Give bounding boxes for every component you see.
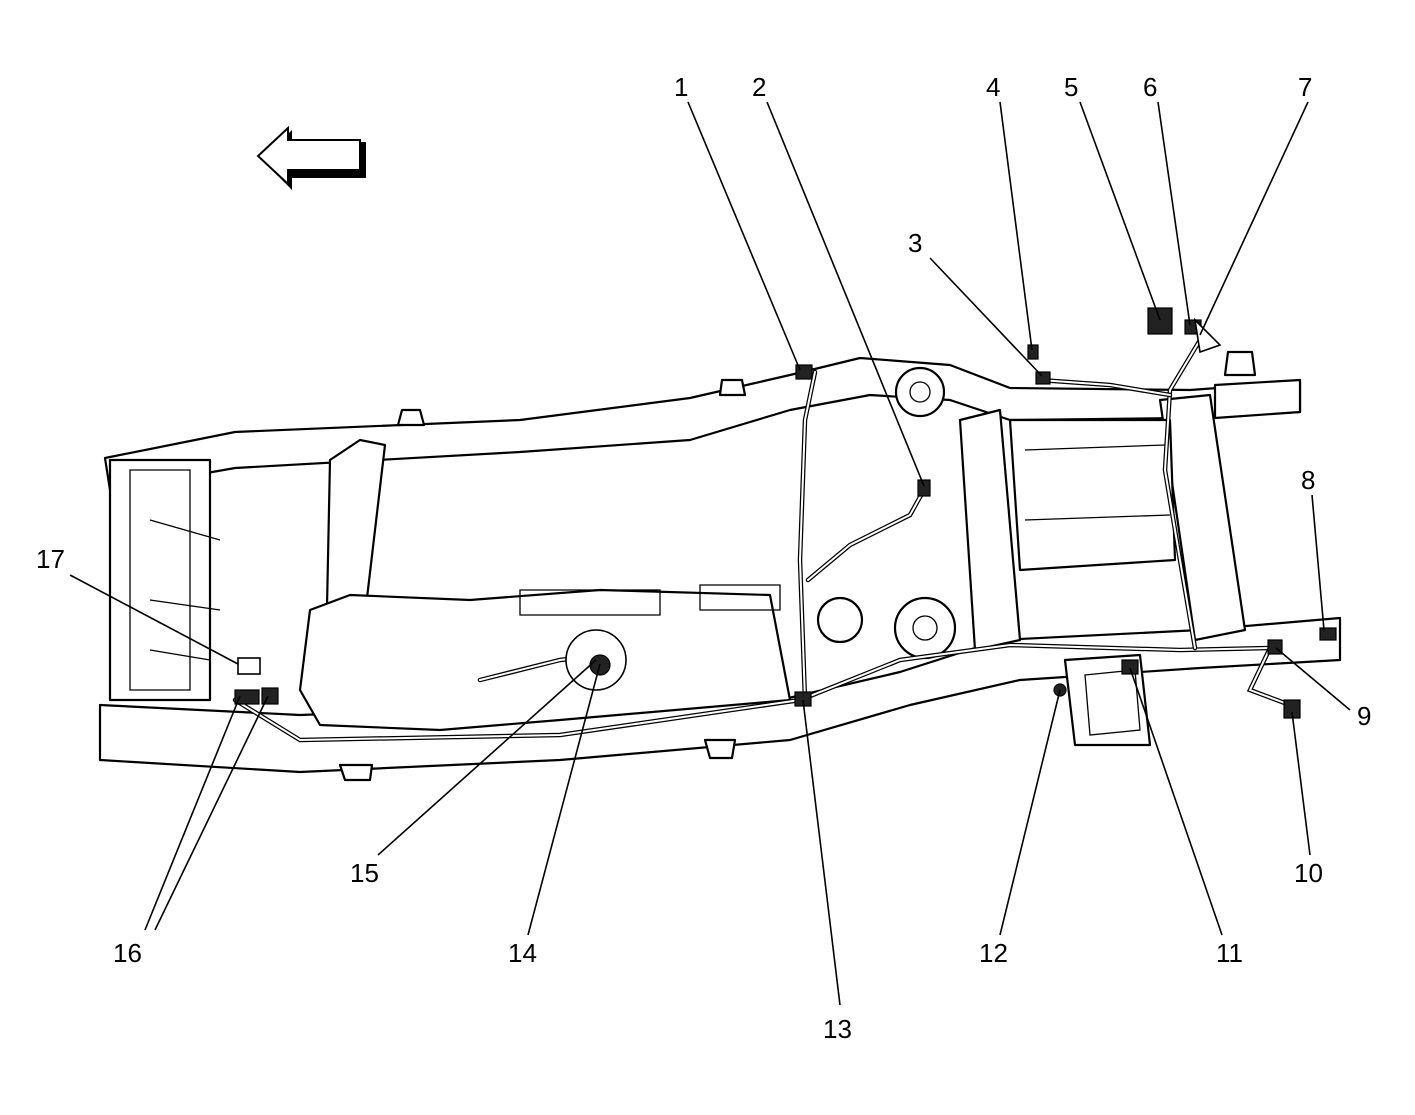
left-arrow-icon <box>256 125 366 190</box>
callout-7: 7 <box>1298 72 1312 102</box>
leader-5 <box>1079 101 1161 321</box>
leader-3 <box>929 257 1043 377</box>
leader-9 <box>1275 647 1351 711</box>
leader-6 <box>1157 101 1191 326</box>
callout-11: 11 <box>1216 938 1243 968</box>
callout-labels: 1 2 3 4 5 6 7 8 9 10 11 12 13 14 15 16 1… <box>36 72 1371 1044</box>
callout-6: 6 <box>1143 72 1157 102</box>
leader-11 <box>1129 667 1223 936</box>
leader-16b <box>154 695 269 931</box>
leader-8 <box>1311 494 1325 631</box>
callout-17: 17 <box>36 544 65 574</box>
leader-15 <box>377 659 597 856</box>
wiring-harness <box>232 337 1293 743</box>
leader-16a <box>144 695 241 931</box>
callout-1: 1 <box>674 72 688 102</box>
callout-10: 10 <box>1294 858 1323 888</box>
leader-14 <box>527 663 601 936</box>
callout-16: 16 <box>113 938 142 968</box>
leader-13 <box>802 699 841 1006</box>
callout-4: 4 <box>986 72 1000 102</box>
callout-2: 2 <box>752 72 766 102</box>
callout-9: 9 <box>1357 701 1371 731</box>
callout-13: 13 <box>823 1014 852 1044</box>
callout-5: 5 <box>1064 72 1078 102</box>
leader-12 <box>999 689 1061 936</box>
vehicle-frame <box>98 350 1342 782</box>
leader-2 <box>766 101 925 487</box>
callout-leaders <box>69 101 1351 1006</box>
leader-1 <box>687 101 801 371</box>
leader-4 <box>999 101 1033 351</box>
callout-3: 3 <box>908 228 922 258</box>
callout-12: 12 <box>979 938 1008 968</box>
leader-17 <box>69 574 239 665</box>
leader-10 <box>1291 711 1311 856</box>
leader-7 <box>1199 101 1309 336</box>
callout-14: 14 <box>508 938 537 968</box>
callout-8: 8 <box>1301 465 1315 495</box>
callout-15: 15 <box>350 858 379 888</box>
